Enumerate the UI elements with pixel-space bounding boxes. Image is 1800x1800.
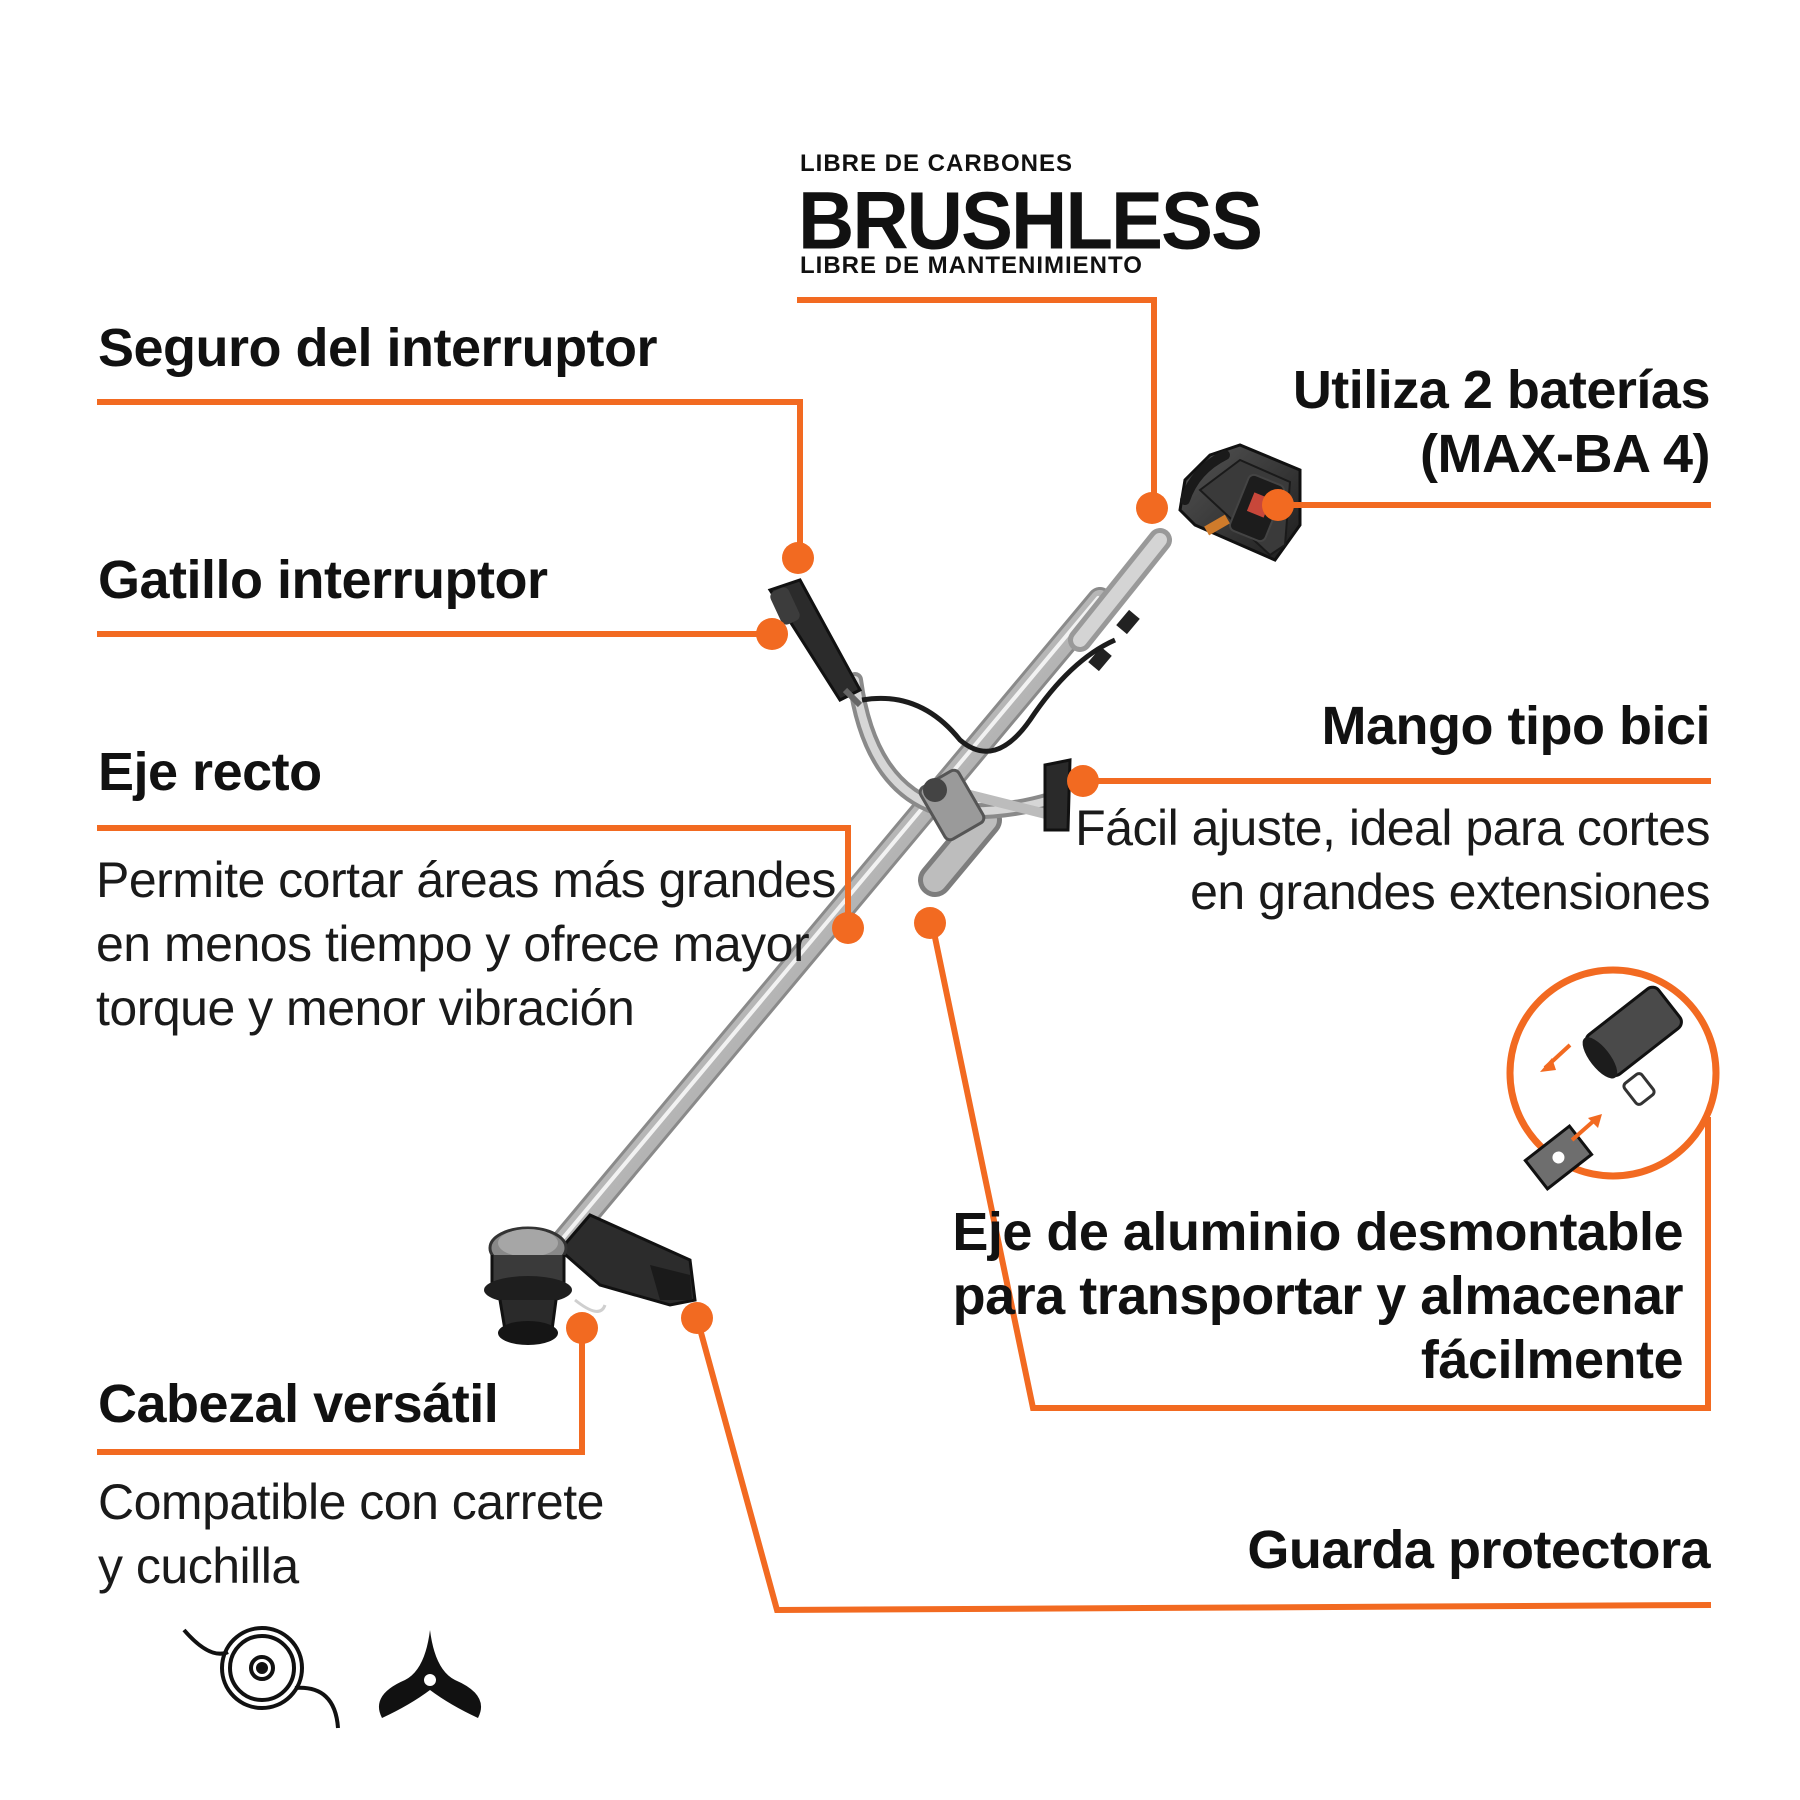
- trimmer-product-image: [484, 443, 1302, 1345]
- leader-eje-aluminio: [928, 919, 1711, 1411]
- dot-baterias: [1262, 489, 1294, 521]
- callout-cabezal-desc: Compatible con carrete y cuchilla: [98, 1474, 604, 1594]
- badge-brushless-text: BRUSHLESS: [798, 173, 1263, 267]
- detachable-shaft-icon: [1506, 966, 1720, 1192]
- callout-mango-title: Mango tipo bici: [1321, 696, 1711, 756]
- dot-mango: [1067, 765, 1099, 797]
- callout-eje-recto-title: Eje recto: [98, 742, 322, 802]
- callout-eje-aluminio-title: Eje de aluminio desmontable para transpo…: [952, 1202, 1683, 1390]
- leader-seguro: [97, 399, 803, 560]
- dot-gatillo: [756, 618, 788, 650]
- callout-baterias-title: Utiliza 2 baterías (MAX-BA 4): [1292, 360, 1711, 484]
- dot-eje-recto: [832, 912, 864, 944]
- spool-icon: [182, 1626, 340, 1729]
- leader-cabezal: [97, 1325, 585, 1455]
- dot-cabezal: [566, 1312, 598, 1344]
- leader-guarda: [693, 1314, 1712, 1614]
- callout-guarda-title: Guarda protectora: [1247, 1520, 1710, 1580]
- leader-brushless: [797, 297, 1157, 509]
- dot-eje-aluminio: [914, 907, 946, 939]
- badge-bottom-text: LIBRE DE MANTENIMIENTO: [800, 252, 1143, 279]
- blade-icon: [378, 1630, 482, 1718]
- callout-seguro-title: Seguro del interruptor: [98, 318, 658, 378]
- badge-top-text: LIBRE DE CARBONES: [800, 150, 1074, 177]
- callout-cabezal-title: Cabezal versátil: [98, 1374, 499, 1434]
- dot-brushless: [1136, 492, 1168, 524]
- callout-eje-recto-desc: Permite cortar áreas más grandes en meno…: [96, 852, 836, 1036]
- callout-gatillo-title: Gatillo interruptor: [98, 550, 548, 610]
- dot-seguro: [782, 542, 814, 574]
- dot-guarda: [681, 1302, 713, 1334]
- callout-mango-desc: Fácil ajuste, ideal para cortes en grand…: [1075, 800, 1710, 920]
- leader-eje-recto: [97, 825, 851, 931]
